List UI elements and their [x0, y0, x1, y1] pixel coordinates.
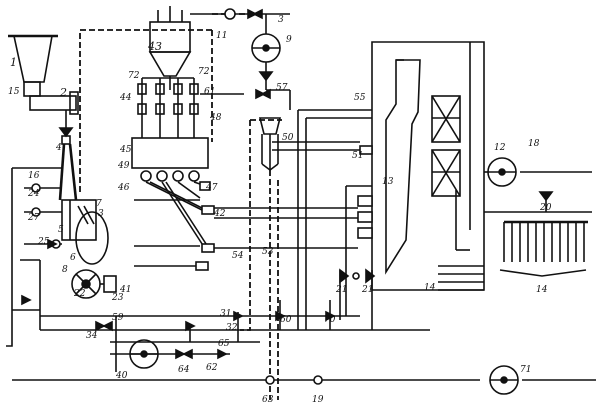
radiator-valve — [538, 191, 554, 212]
label-19: 19 — [312, 395, 324, 405]
fan-outlet-valves — [255, 71, 274, 100]
label-20: 20 — [539, 203, 552, 213]
fan — [251, 33, 281, 63]
label-24: 24 — [27, 189, 40, 199]
label-61: 61 — [204, 87, 215, 97]
label-4: 4 — [55, 143, 62, 153]
label-65: 65 — [218, 339, 230, 349]
label-31: 31 — [220, 309, 231, 319]
outlet-pump — [489, 365, 519, 395]
label-2: 2 — [59, 86, 67, 99]
scrubber — [258, 117, 282, 171]
bottom-piping — [12, 300, 596, 381]
fuel-feeders — [137, 77, 199, 138]
label-53: 53 — [262, 247, 274, 257]
heat-exchanger-tubes — [431, 95, 461, 197]
label-54: 54 — [232, 251, 244, 261]
label-6: 6 — [70, 253, 76, 263]
label-42: 42 — [213, 209, 226, 219]
label-43: 43 — [147, 40, 162, 53]
label-62: 62 — [206, 363, 218, 373]
circulation-pump — [487, 157, 517, 187]
label-21b: 21 — [361, 285, 373, 295]
water-pump — [129, 339, 159, 369]
mill-motor — [100, 275, 117, 293]
label-7: 7 — [96, 199, 102, 209]
radiator-bank — [499, 220, 588, 277]
top-instruments — [224, 8, 263, 20]
label-8: 8 — [62, 265, 68, 275]
label-40: 40 — [115, 371, 128, 381]
label-21a: 21 — [335, 285, 347, 295]
label-72b: 72 — [198, 67, 210, 77]
label-12: 12 — [494, 143, 506, 153]
boiler-bottom-valves — [339, 268, 376, 284]
label-1: 1 — [10, 56, 17, 69]
label-9: 9 — [286, 35, 292, 45]
label-70: 70 — [324, 315, 336, 325]
fuel-pipes-to-burners — [134, 181, 211, 267]
label-48: 48 — [209, 113, 222, 123]
label-25: 25 — [37, 237, 50, 247]
position-labels: 1 2 15 4 3 3 5 6 7 8 9 11 12 13 14 14 16… — [8, 15, 552, 405]
label-50: 50 — [282, 133, 294, 143]
label-41: 41 — [119, 285, 131, 295]
label-47: 47 — [205, 183, 218, 193]
label-51: 51 — [352, 151, 363, 161]
label-14b: 14 — [536, 285, 548, 295]
label-32: 32 — [226, 323, 238, 333]
label-60: 60 — [280, 315, 292, 325]
left-control-lines — [6, 167, 62, 347]
outlet-lines — [438, 171, 592, 291]
fuel-bin — [148, 6, 192, 90]
label-49: 49 — [117, 161, 130, 171]
label-3b: 3 — [278, 15, 284, 25]
label-34: 34 — [86, 331, 98, 341]
label-55: 55 — [354, 93, 366, 103]
feeder — [29, 91, 79, 128]
label-3a: 3 — [98, 209, 104, 219]
bottom-valves — [95, 310, 336, 385]
label-57: 57 — [276, 83, 288, 93]
label-18: 18 — [528, 139, 540, 149]
boiler-feed-lines — [214, 109, 373, 330]
left-instruments — [21, 183, 61, 306]
label-64: 64 — [178, 365, 190, 375]
distributor — [131, 137, 209, 182]
label-45: 45 — [119, 145, 132, 155]
label-15: 15 — [8, 87, 20, 97]
label-72a: 72 — [128, 71, 140, 81]
label-13: 13 — [382, 177, 394, 187]
label-27: 27 — [27, 213, 40, 223]
fuel-valves — [195, 181, 215, 271]
label-16: 16 — [28, 171, 40, 181]
mill-separator — [61, 199, 109, 265]
label-59: 59 — [112, 313, 124, 323]
label-44: 44 — [119, 93, 132, 103]
feeder-valve — [58, 127, 74, 145]
boiler — [371, 41, 485, 291]
label-46: 46 — [117, 183, 130, 193]
label-11: 11 — [216, 31, 227, 41]
label-63: 63 — [262, 395, 274, 405]
label-5: 5 — [58, 225, 64, 235]
label-22: 22 — [73, 289, 86, 299]
label-71: 71 — [520, 365, 531, 375]
label-23: 23 — [111, 293, 124, 303]
label-14a: 14 — [424, 283, 436, 293]
mill-fan — [71, 269, 101, 299]
coal-chute — [58, 143, 78, 201]
burners — [357, 145, 373, 239]
